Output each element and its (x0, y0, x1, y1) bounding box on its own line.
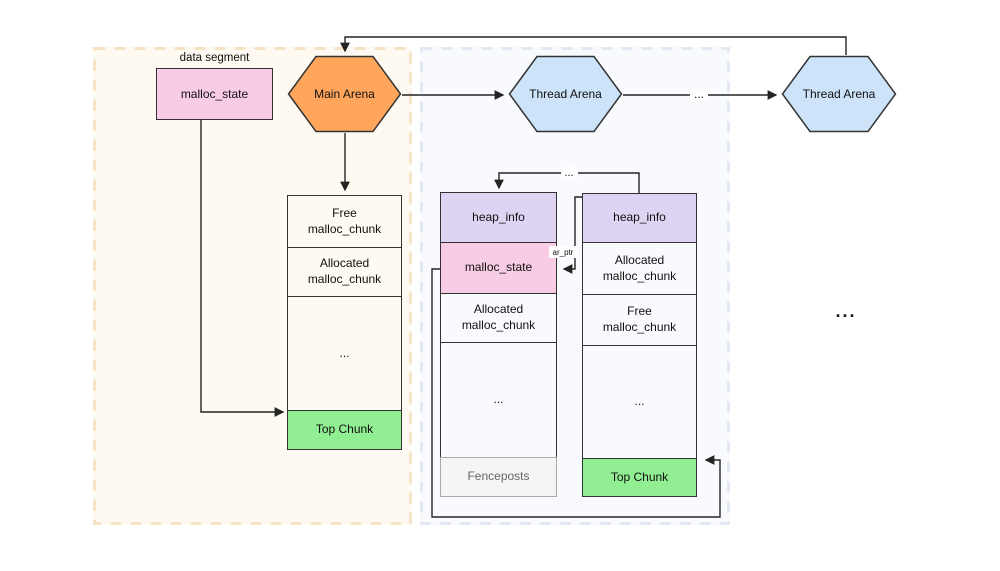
main-heap-stack: Free malloc_chunk Allocated malloc_chunk… (287, 195, 402, 450)
main-arena-label: Main Arena (314, 87, 375, 101)
thread-arena-2-label: Thread Arena (803, 87, 876, 101)
free-malloc-chunk-cell: Free malloc_chunk (582, 294, 697, 346)
thread-arena-1-node: Thread Arena (508, 55, 623, 133)
allocated-malloc-chunk-cell: Allocated malloc_chunk (440, 293, 557, 343)
top-chunk-cell: Top Chunk (287, 410, 402, 450)
free-malloc-chunk-cell: Free malloc_chunk (287, 195, 402, 248)
ellipsis-cell: ... (582, 345, 697, 459)
fenceposts-cell: Fenceposts (440, 457, 557, 497)
main-arena-node: Main Arena (287, 55, 402, 133)
ellipsis-cell: ... (287, 296, 402, 411)
thread-heap-1-stack: heap_info malloc_state Allocated malloc_… (440, 192, 557, 497)
malloc-state-cell: malloc_state (440, 242, 557, 294)
heap-info-cell: heap_info (440, 192, 557, 243)
thread-arena-2-node: Thread Arena (781, 55, 897, 133)
ellipsis-cell: ... (440, 342, 557, 458)
malloc-state-box: malloc_state (156, 68, 273, 120)
allocated-malloc-chunk-cell: Allocated malloc_chunk (287, 247, 402, 297)
data-segment-label: data segment (179, 52, 250, 64)
malloc-state-box-label: malloc_state (180, 87, 249, 101)
top-chunk-cell: Top Chunk (582, 458, 697, 497)
heap-info-cell: heap_info (582, 193, 697, 243)
thread-arena-2-hexagon (781, 55, 897, 133)
allocated-malloc-chunk-cell: Allocated malloc_chunk (582, 242, 697, 295)
thread-heap-2-stack: heap_info Allocated malloc_chunk Free ma… (582, 193, 697, 497)
more-arenas-ellipsis: ... (835, 301, 857, 321)
thread-arena-1-label: Thread Arena (529, 87, 602, 101)
